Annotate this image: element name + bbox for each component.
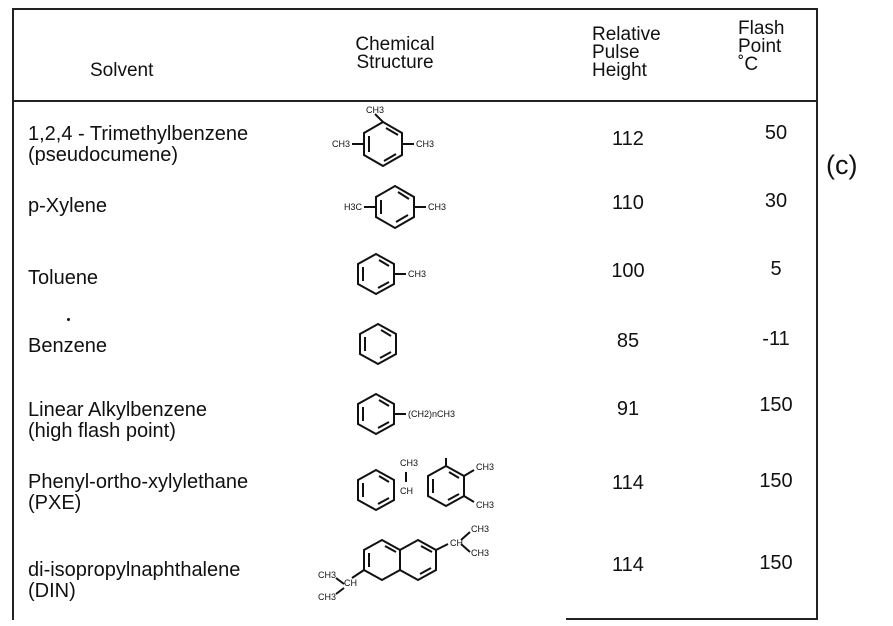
header-pulse-line2: Pulse bbox=[592, 42, 640, 63]
row-7-label-ur-ch: CH bbox=[450, 538, 463, 548]
row-6-label-r2: CH3 bbox=[476, 500, 494, 510]
figure-label: (c) bbox=[826, 150, 858, 180]
row-2-label-right: CH3 bbox=[428, 202, 446, 212]
row-1-name: 1,2,4 - Trimethylbenzene bbox=[28, 123, 249, 145]
table-frame bbox=[12, 8, 818, 620]
row-1-solvent: 1,2,4 - Trimethylbenzene (pseudocumene) bbox=[28, 124, 248, 166]
row-6-label-ch3: CH3 bbox=[400, 458, 418, 468]
row-6-solvent: Phenyl-ortho-xylylethane (PXE) bbox=[28, 472, 248, 514]
header-structure: Chemical Structure bbox=[340, 34, 450, 73]
row-4-flash: -11 bbox=[762, 328, 790, 350]
row-2-label-left: H3C bbox=[344, 202, 363, 212]
row-2-name: p-Xylene bbox=[28, 195, 107, 217]
row-7-pulse: 114 bbox=[612, 554, 644, 576]
row-5-structure: (CH2)nCH3 bbox=[357, 392, 455, 436]
row-1-label-top: CH3 bbox=[366, 105, 384, 115]
row-2-structure: H3C CH3 bbox=[344, 184, 446, 230]
row-5-solvent: Linear Alkylbenzene (high flash point) bbox=[28, 400, 207, 442]
row-3-flash: 5 bbox=[770, 258, 782, 280]
row-2-flash: 30 bbox=[764, 190, 788, 212]
header-flash-line1: Flash bbox=[738, 18, 785, 39]
row-7-label-ll-ch: CH bbox=[344, 578, 357, 588]
header-flash: Flash Point ˚C bbox=[738, 18, 785, 75]
row-4-solvent: Benzene bbox=[28, 336, 107, 357]
row-3-solvent: Toluene bbox=[28, 268, 98, 289]
row-7-name: di-isopropylnaphthalene bbox=[28, 559, 241, 581]
row-6-structure: CH3 CH CH3 CH3 bbox=[357, 458, 494, 512]
row-2-pulse: 110 bbox=[612, 192, 644, 214]
row-7-solvent: di-isopropylnaphthalene (DIN) bbox=[28, 560, 240, 602]
row-6-flash: 150 bbox=[759, 470, 793, 492]
row-5-name: Linear Alkylbenzene bbox=[28, 399, 208, 421]
row-1-structure: CH3 CH3 CH3 bbox=[332, 105, 434, 168]
row-2-solvent: p-Xylene bbox=[28, 196, 107, 217]
row-6-name: Phenyl-ortho-xylylethane bbox=[28, 471, 249, 493]
row-7-name-sub: (DIN) bbox=[28, 580, 76, 602]
header-flash-line3: ˚C bbox=[738, 54, 759, 75]
header-flash-line2: Point bbox=[738, 36, 782, 57]
row-6-label-r1: CH3 bbox=[476, 462, 494, 472]
header-pulse-line3: Height bbox=[592, 60, 647, 81]
header-pulse: Relative Pulse Height bbox=[592, 24, 661, 81]
header-structure-line2: Structure bbox=[356, 52, 434, 73]
stray-dot bbox=[67, 318, 70, 321]
row-5-name-sub: (high flash point) bbox=[28, 420, 176, 442]
row-7-label-ll2: CH3 bbox=[318, 592, 336, 602]
row-5-flash: 150 bbox=[759, 394, 793, 416]
row-3-pulse: 100 bbox=[611, 260, 645, 282]
row-1-flash: 50 bbox=[764, 122, 788, 144]
row-7-label-ur1: CH3 bbox=[471, 524, 489, 534]
row-4-structure bbox=[359, 322, 397, 366]
row-6-label-ch: CH bbox=[400, 486, 413, 496]
row-3-label-right: CH3 bbox=[408, 269, 426, 279]
row-3-structure: CH3 bbox=[357, 252, 426, 296]
row-3-name: Toluene bbox=[28, 267, 99, 289]
row-6-name-sub: (PXE) bbox=[28, 492, 82, 514]
row-1-label-right: CH3 bbox=[416, 139, 434, 149]
row-5-label-right: (CH2)nCH3 bbox=[408, 409, 455, 419]
row-1-name-sub: (pseudocumene) bbox=[28, 144, 179, 166]
row-6-pulse: 114 bbox=[612, 472, 644, 494]
header-pulse-line1: Relative bbox=[592, 24, 661, 45]
row-7-flash: 150 bbox=[759, 552, 793, 574]
header-structure-line1: Chemical bbox=[355, 34, 435, 55]
row-4-name: Benzene bbox=[28, 335, 107, 357]
header-solvent: Solvent bbox=[90, 60, 154, 81]
row-1-label-left: CH3 bbox=[332, 139, 350, 149]
row-4-pulse: 85 bbox=[616, 330, 640, 352]
row-7-label-ur2: CH3 bbox=[471, 548, 489, 558]
row-1-pulse: 112 bbox=[612, 128, 644, 150]
row-7-label-ll1: CH3 bbox=[318, 570, 336, 580]
row-5-pulse: 91 bbox=[616, 398, 640, 420]
header-rule bbox=[12, 100, 818, 102]
table-bottom-rule bbox=[566, 618, 818, 620]
row-7-structure: CH CH3 CH3 CH CH3 CH3 bbox=[318, 524, 489, 602]
